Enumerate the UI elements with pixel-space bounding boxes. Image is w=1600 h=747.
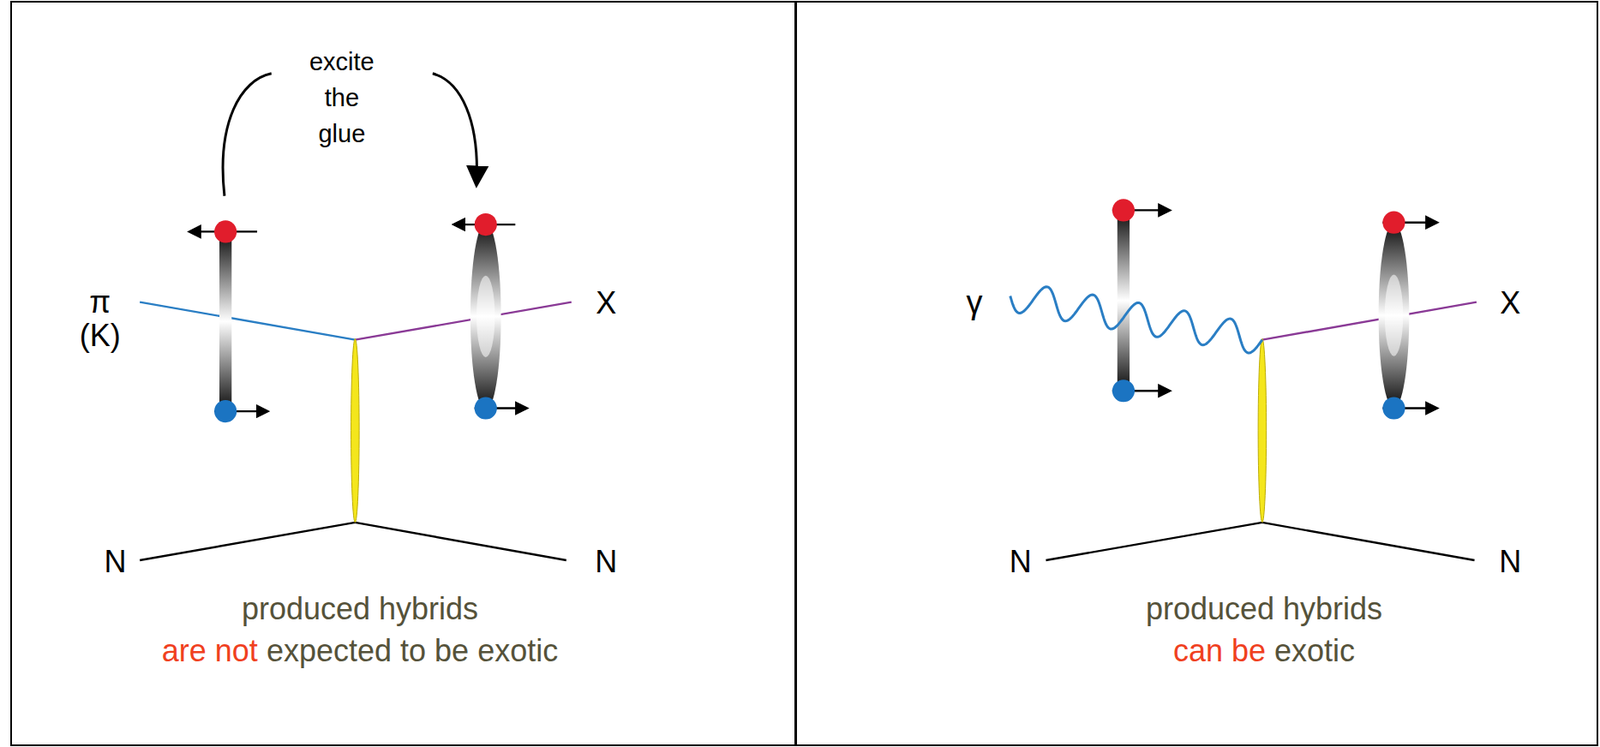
nucleon-line (139, 522, 355, 561)
particle-label: N (594, 545, 618, 581)
curved-arrow (222, 73, 272, 197)
caption: produced hybridscan beexotic (921, 587, 1600, 672)
meson-line (139, 302, 355, 341)
antiquark-dot (474, 396, 498, 420)
caption-line: are notexpected to be exotic (17, 629, 703, 672)
caption-text: expected to be exotic (266, 629, 558, 672)
caption-line: can beexotic (921, 629, 1600, 672)
antiquark-dot (1382, 396, 1405, 420)
excited-flux-tube (470, 222, 502, 411)
exchange-ellipse (351, 338, 360, 522)
particle-label: N (1009, 545, 1032, 581)
nucleon-line (1045, 522, 1262, 561)
quark-dot (214, 220, 237, 243)
hybrid-line (1262, 302, 1477, 341)
quark-dot (1382, 211, 1405, 234)
caption-text: are not (161, 629, 258, 672)
diagram-panel: produced hybridscan beexotic (795, 0, 1599, 747)
particle-label: X (1499, 286, 1521, 321)
photon-wave (1010, 287, 1263, 354)
caption-text: can be (1173, 629, 1266, 672)
particle-label: N (1498, 545, 1522, 581)
nucleon-line (1262, 522, 1475, 561)
caption-line: produced hybrids (921, 587, 1600, 630)
caption-line: produced hybrids (17, 587, 703, 630)
particle-label: π (K) (79, 285, 121, 354)
caption-text: produced hybrids (1145, 587, 1383, 630)
particle-label: N (104, 545, 127, 581)
nucleon-line (354, 522, 566, 561)
flux-tube (1117, 209, 1130, 391)
antiquark-dot (214, 400, 237, 423)
annotation: excite the glue (309, 43, 375, 152)
flux-tube (219, 231, 232, 412)
quark-dot (474, 213, 498, 236)
diagram-panel: produced hybridsare notexpected to be ex… (10, 0, 797, 747)
curved-arrow (432, 73, 478, 185)
flux-highlight (476, 275, 495, 358)
antiquark-dot (1112, 379, 1135, 402)
particle-label: X (595, 286, 617, 321)
quark-dot (1112, 198, 1135, 222)
exchange-ellipse (1258, 338, 1267, 522)
particle-label: γ (966, 285, 983, 322)
flux-highlight (1384, 274, 1403, 356)
excited-flux-tube (1378, 222, 1410, 409)
hybrid-line (354, 302, 571, 341)
caption-text: produced hybrids (241, 587, 479, 630)
caption-text: exotic (1274, 629, 1355, 672)
caption: produced hybridsare notexpected to be ex… (17, 587, 703, 672)
